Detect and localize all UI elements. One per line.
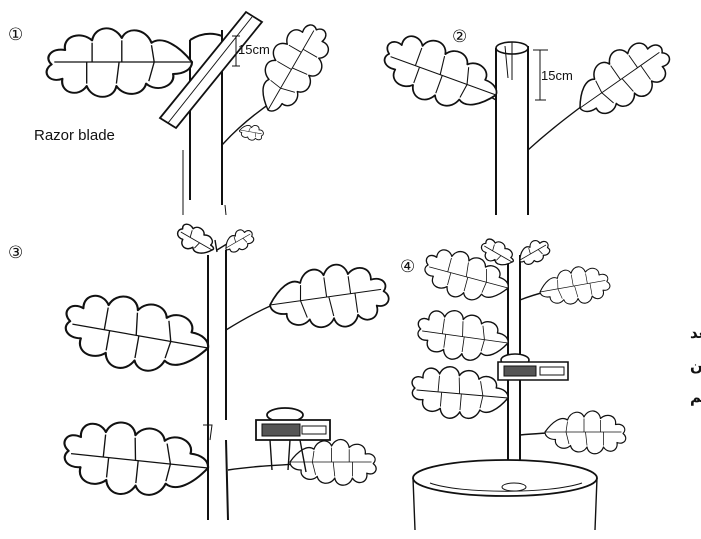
panel-2-number: ② bbox=[452, 27, 467, 47]
panel-4-leaves bbox=[409, 235, 626, 454]
plant-pot-icon bbox=[413, 460, 597, 530]
note-line-2: ٧-١٠ أيـام مـن bbox=[690, 355, 701, 374]
panel-3-lower-left-leaf bbox=[60, 417, 212, 503]
panel-1-measurement: 15cm bbox=[238, 42, 270, 57]
panel-3-upper-right-leaf bbox=[226, 258, 392, 337]
panel-3-upper-left-leaf bbox=[59, 287, 215, 382]
panel-2-right-leaf bbox=[528, 27, 680, 150]
panel-4-potted-step: ④ bbox=[400, 235, 701, 530]
panel-2-measurement: 15cm bbox=[541, 68, 573, 83]
note-line-3: التطعيم bbox=[690, 388, 701, 406]
clip-removal-note: تُزال المشابك بعد ٧-١٠ أيـام مـن التطعيم bbox=[690, 324, 701, 406]
grafting-clip-icon bbox=[498, 354, 568, 380]
panel-2-left-leaf bbox=[375, 26, 507, 123]
panel-1-cut-step: ① 15cm Razor blade bbox=[8, 12, 339, 215]
razor-blade-label: Razor blade bbox=[34, 127, 115, 144]
panel-3-lower-right-leaf bbox=[228, 440, 376, 486]
panel-3-number: ③ bbox=[8, 243, 23, 263]
panel-3-clip-step: ③ bbox=[8, 219, 392, 520]
panel-4-number: ④ bbox=[400, 257, 415, 277]
panel-1-number: ① bbox=[8, 25, 23, 45]
panel-2-split-step: ② 15cm bbox=[375, 26, 680, 215]
panel-3-stem bbox=[208, 250, 228, 520]
panel-1-left-leaf bbox=[47, 28, 192, 96]
note-line-1: تُزال المشابك بعد bbox=[690, 324, 701, 342]
